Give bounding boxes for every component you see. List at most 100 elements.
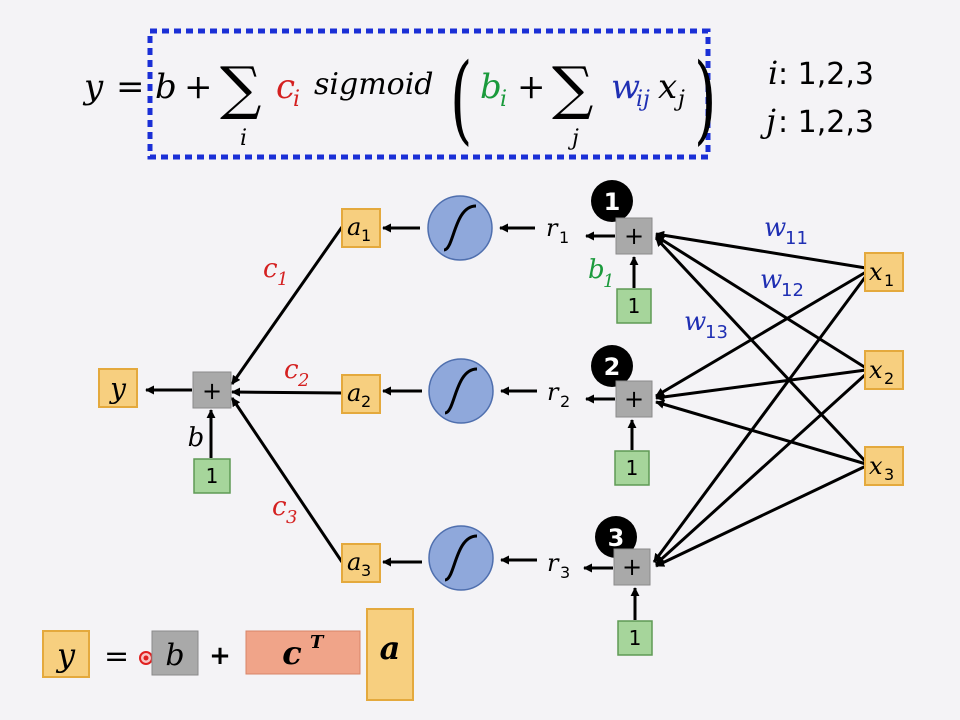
a2-sub: 2 — [361, 392, 371, 411]
sigmoid-node-2 — [428, 358, 494, 424]
w13-base: w — [684, 307, 706, 337]
formula-left-paren: ( — [450, 43, 472, 155]
a3-base: a — [347, 548, 361, 576]
formula-w-sub: ij — [636, 87, 650, 112]
plus-node-3 — [613, 548, 651, 586]
hidden-row-3: a 3 r 3 3 + 1 — [341, 516, 653, 656]
c3-base: c — [272, 492, 287, 522]
r1-base: r — [546, 214, 559, 242]
vec-plus: + — [209, 641, 231, 671]
edge-x3-plus2 — [655, 399, 867, 466]
c1-base: c — [263, 254, 278, 284]
c-weight-labels: c 1 c 2 c 3 — [263, 254, 309, 528]
x3-node — [864, 446, 904, 486]
input-connections — [652, 230, 868, 568]
a3-sub: 3 — [361, 561, 371, 580]
range-j-values: : 1,2,3 — [778, 105, 874, 140]
one-node-3 — [617, 620, 653, 656]
formula-sum-j-index: j — [567, 126, 579, 151]
w12-sub: 12 — [781, 280, 804, 301]
plus-node-2-sign: + — [624, 385, 644, 413]
w12-base: w — [760, 265, 782, 295]
vec-c-sup: T — [310, 632, 325, 653]
plus-node-3-sign: + — [622, 553, 642, 581]
vec-y-box — [42, 630, 90, 678]
formula-right-paren: ) — [694, 43, 716, 155]
vec-a: a — [380, 629, 401, 667]
sigmoid-curve-icon — [444, 367, 478, 415]
a1-node — [341, 208, 381, 248]
w11-base: w — [764, 213, 786, 243]
plus-out-sign: + — [202, 377, 222, 405]
vec-y: y — [55, 636, 76, 674]
sigmoid-curve-icon — [444, 534, 478, 582]
a1-sub: 1 — [361, 226, 371, 245]
formula-c-sub: i — [293, 87, 300, 112]
edge-x2-plus2 — [655, 368, 867, 402]
sigmoid-node-1 — [427, 195, 493, 261]
w13-sub: 13 — [705, 322, 728, 343]
formula-b-i: b — [480, 67, 502, 107]
vector-equation: y = b + c T a — [42, 608, 414, 701]
r2-base: r — [547, 378, 560, 406]
formula-plus-2: + — [517, 67, 546, 107]
one-node-1-label: 1 — [628, 294, 641, 318]
edge-x3-plus3 — [655, 464, 867, 568]
w11-sub: 11 — [785, 228, 808, 249]
edge-a2-plus-out — [231, 387, 343, 397]
formula-highlight-box — [147, 28, 711, 160]
x3-base: x — [869, 452, 883, 480]
formula-w: w — [611, 67, 640, 107]
vec-b-box — [151, 630, 199, 676]
network: y + b 1 c 1 c 2 c 3 a 1 r 1 1 — [98, 180, 904, 656]
formula-plus-1: + — [184, 67, 213, 107]
vec-eq: = — [104, 639, 129, 674]
badge-1-label: 1 — [604, 188, 621, 216]
bias-label: b — [188, 423, 205, 453]
c2-sub: 2 — [297, 370, 309, 391]
edge-x1-plus1 — [655, 230, 867, 270]
r3-base: r — [547, 549, 560, 577]
formula-sum-i: ∑ — [220, 54, 261, 122]
range-i-label: i — [768, 54, 778, 92]
one-node-1 — [616, 288, 652, 324]
formula-b: b — [155, 67, 177, 107]
b1-base: b — [588, 255, 605, 285]
formula-eq: = — [116, 67, 145, 107]
formula-x: x — [658, 67, 677, 107]
plus-node-1-sign: + — [624, 222, 644, 250]
edge-x2-plus3 — [654, 372, 868, 566]
x2-sub: 2 — [884, 369, 894, 388]
input-nodes: x 1 x 2 x 3 — [864, 252, 904, 486]
badge-3-label: 3 — [608, 524, 625, 552]
output-node — [98, 368, 138, 408]
x2-base: x — [869, 356, 883, 384]
a3-node — [341, 543, 381, 583]
badge-1 — [591, 180, 633, 222]
vec-b: b — [165, 638, 184, 673]
cursor-pointer-dot — [143, 655, 149, 661]
a2-base: a — [347, 379, 361, 407]
c1-sub: 1 — [277, 269, 288, 290]
edge-x1-plus2 — [655, 270, 867, 398]
x1-base: x — [869, 258, 883, 286]
edge-a3-plus-out — [230, 397, 344, 563]
badge-2 — [591, 345, 633, 387]
output-connections — [145, 226, 344, 563]
w-weight-labels: w 11 w 12 w 13 — [684, 213, 808, 343]
edge-a1-plus-out — [230, 226, 344, 385]
formula-sum-i-index: i — [240, 126, 247, 151]
edge-x3-plus1 — [654, 236, 868, 464]
x2-node — [864, 350, 904, 390]
vec-a-box — [366, 608, 414, 701]
one-node-3-label: 1 — [629, 626, 642, 650]
x1-sub: 1 — [884, 271, 894, 290]
x3-sub: 3 — [884, 465, 894, 484]
a2-node — [341, 374, 381, 414]
formula-c: c — [276, 67, 295, 107]
formula-y: y — [82, 67, 104, 107]
hidden-row-2: a 2 r 2 2 + 1 — [341, 345, 653, 486]
output-label: y — [108, 372, 127, 405]
hidden-row-1: a 1 r 1 1 + 1 b 1 — [341, 180, 653, 324]
